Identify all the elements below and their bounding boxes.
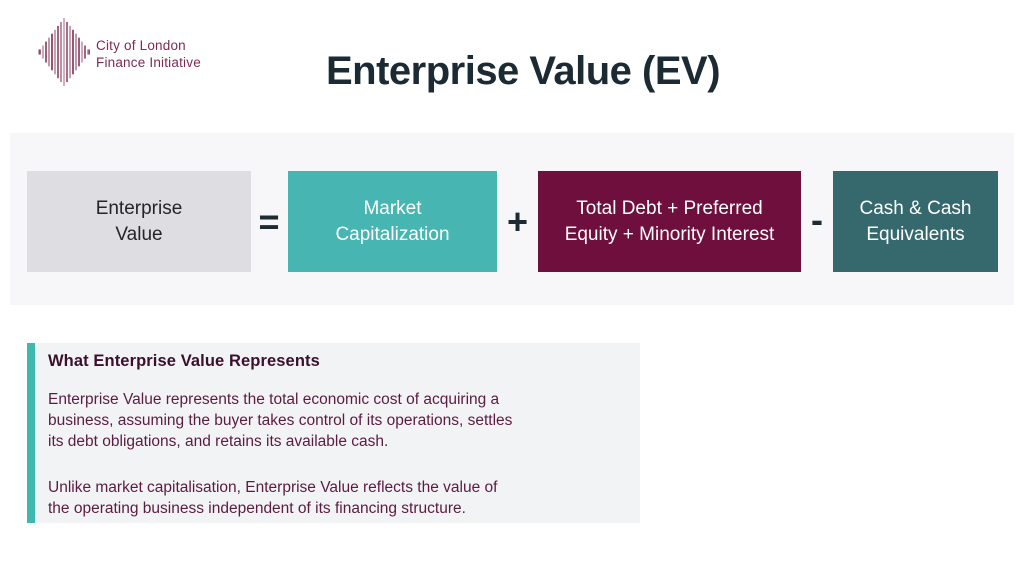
paragraph2-line2: the operating business independent of it…: [48, 500, 466, 517]
total-debt-box: Total Debt + Preferred Equity + Minority…: [538, 171, 801, 272]
explainer-panel: What Enterprise Value Represents Enterpr…: [27, 343, 640, 523]
total-debt-box-line1: Total Debt + Preferred: [576, 197, 763, 219]
org-name: City of London Finance Initiative: [96, 37, 201, 71]
minus-operator: -: [811, 198, 823, 240]
total-debt-box-line2: Equity + Minority Interest: [564, 223, 775, 245]
explainer-paragraph-1: Enterprise Value represents the total ec…: [48, 389, 640, 452]
paragraph1-line1: Enterprise Value represents the total ec…: [48, 391, 500, 408]
page-title: Enterprise Value (EV): [325, 49, 721, 93]
explainer-paragraph-2: Unlike market capitalisation, Enterprise…: [48, 477, 640, 519]
cash-equivalents-box: Cash & Cash Equivalents: [833, 171, 998, 272]
market-capitalization-box-line2: Capitalization: [335, 223, 450, 245]
enterprise-value-box: Enterprise Value: [27, 171, 251, 272]
explainer-heading: What Enterprise Value Represents: [48, 352, 320, 370]
market-capitalization-box: Market Capitalization: [288, 171, 497, 272]
equals-operator: =: [258, 200, 280, 242]
plus-operator: +: [506, 200, 529, 242]
market-capitalization-box-line1: Market: [363, 197, 422, 219]
paragraph1-line3: its debt obligations, and retains its av…: [48, 433, 389, 450]
enterprise-value-box-line2: Value: [115, 223, 163, 245]
paragraph2-line1: Unlike market capitalisation, Enterprise…: [48, 479, 498, 496]
diamond-soundwave-logo-icon: [38, 18, 90, 86]
enterprise-value-box-line1: Enterprise: [95, 197, 183, 219]
cash-equivalents-box-line1: Cash & Cash: [859, 197, 972, 219]
org-name-line1: City of London: [96, 38, 186, 53]
org-name-line2: Finance Initiative: [96, 55, 201, 70]
cash-equivalents-box-line2: Equivalents: [866, 223, 965, 245]
logo: City of London Finance Initiative: [38, 14, 298, 90]
paragraph1-line2: business, assuming the buyer takes contr…: [48, 412, 513, 429]
